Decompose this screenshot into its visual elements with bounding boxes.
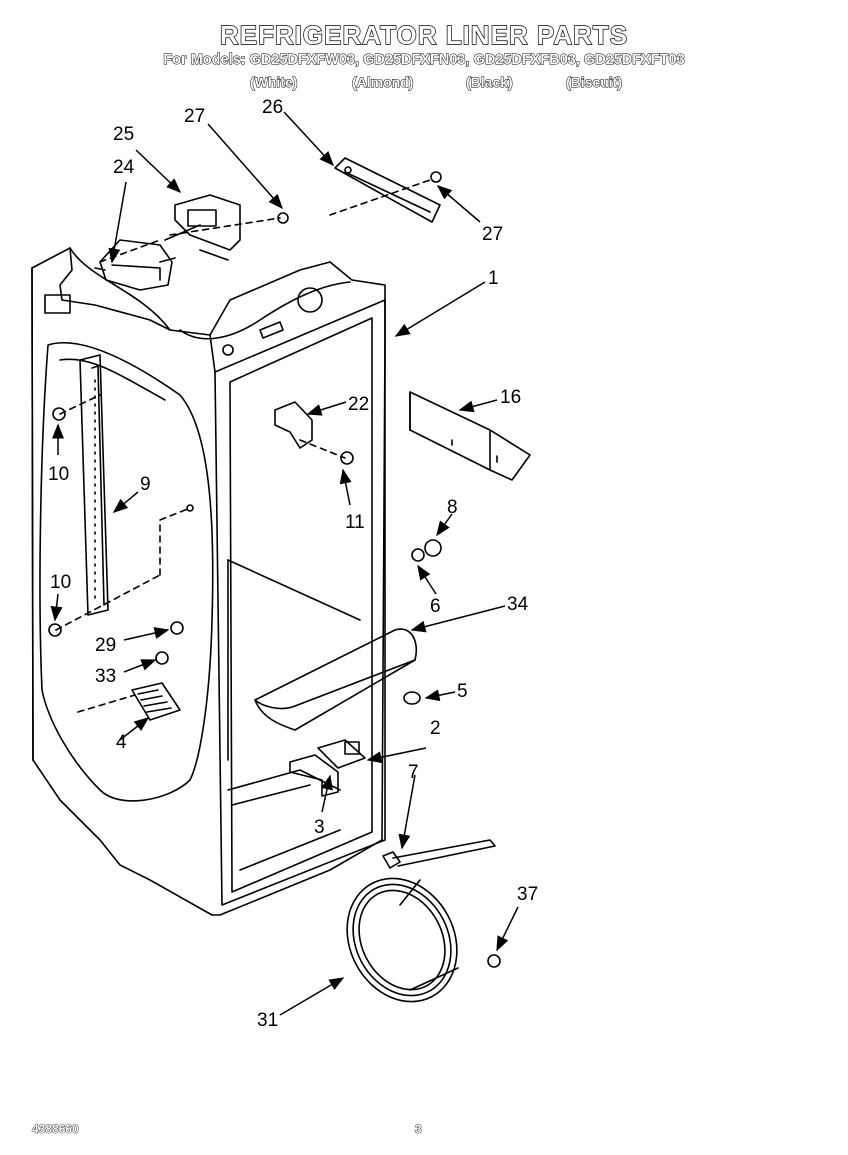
callout-33: 33 [95,666,116,687]
callout-22: 22 [348,394,369,415]
callout-7: 7 [408,762,419,783]
callout-37: 37 [517,884,538,905]
callout-29: 29 [95,635,116,656]
part-7-tie-drawing [382,839,496,869]
model-list: For Models: GD25DFXFW03, GD25DFXFN03, GD… [163,52,685,69]
callout-10-upper: 10 [48,464,69,485]
assembly-lines-drawing [55,179,431,713]
callout-10-lower: 10 [50,572,71,593]
page-number: 3 [415,1122,422,1137]
callout-3: 3 [314,817,325,838]
part-26-channel-drawing [334,157,441,223]
color-label-almond: (Almond) [351,74,414,91]
callout-numbers: 1 2 3 4 5 6 7 8 9 10 10 11 16 22 24 25 2… [48,97,538,1031]
callout-9: 9 [140,474,151,495]
document-number: 4388660 [32,1122,80,1137]
leader-lines [50,111,519,1016]
callout-27-right: 27 [482,224,503,245]
color-label-black: (Black) [466,74,514,91]
callout-24: 24 [113,157,135,178]
callout-4: 4 [116,732,127,753]
callout-6: 6 [430,596,441,617]
part-25-bracket-drawing [164,194,241,261]
callout-1: 1 [488,268,499,289]
part-34-shield-drawing [254,628,417,731]
callout-8: 8 [447,497,458,518]
part-24-housing-drawing [94,239,176,291]
part-16-cover-drawing [409,391,531,481]
callout-34: 34 [507,594,529,615]
callout-2: 2 [430,718,441,739]
part-31-wire-coil-drawing [346,877,459,1003]
callout-11: 11 [345,512,365,533]
color-label-biscuit: (Biscuit) [566,74,623,91]
part-22-bracket-drawing [274,401,313,449]
liner-shell-drawing [31,247,386,916]
callout-26: 26 [262,97,283,118]
callout-16: 16 [500,387,521,408]
diagram-title: REFRIGERATOR LINER PARTS [219,19,629,50]
color-label-white: (White) [249,74,298,91]
callout-5: 5 [457,681,468,702]
part-3-bracket-drawing [289,754,339,797]
part-4-grille-drawing [131,682,181,721]
part-2-bracket-drawing [317,739,366,769]
callout-27-left: 27 [184,106,205,127]
fasteners-drawing [48,171,501,968]
part-9-rail-drawing [79,354,109,616]
callout-31: 31 [257,1010,278,1031]
callout-25: 25 [113,124,134,145]
